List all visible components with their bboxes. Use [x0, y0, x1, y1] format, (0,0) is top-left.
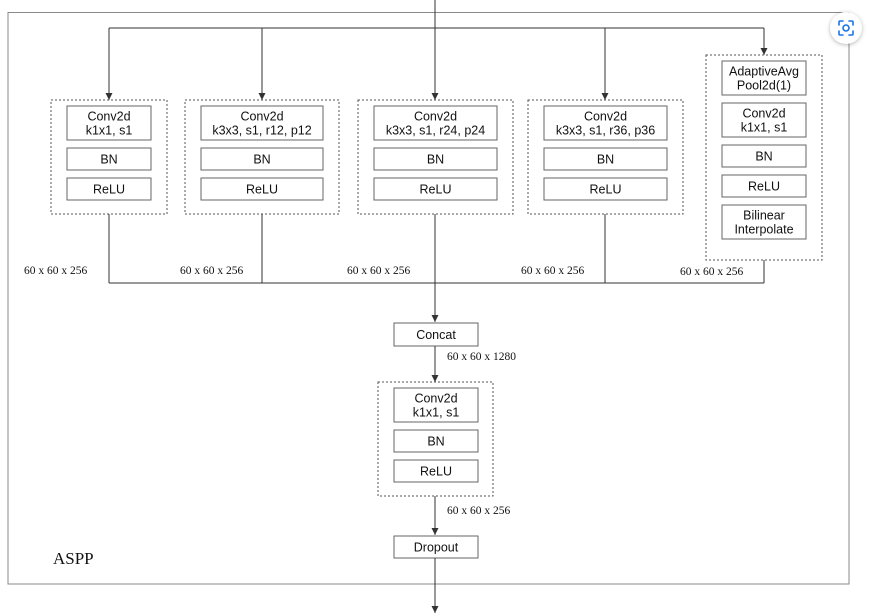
- dropout-box-label: Dropout: [414, 541, 459, 555]
- visual-search-lens-icon: [838, 20, 854, 36]
- branch-1-layer-2-label: BN: [100, 153, 117, 167]
- branch-4-layer-1: [543, 105, 668, 141]
- branch-2-layer-1: [200, 105, 324, 141]
- branch-5-layer-1: [721, 60, 807, 96]
- branch-1-output-shape: 60 x 60 x 256: [24, 265, 88, 277]
- projection-layer-1: [393, 387, 479, 423]
- projection-layer-3: [393, 459, 479, 483]
- branch-2-layer-2-label: BN: [253, 153, 270, 167]
- branch-2-layer-3-label: ReLU: [246, 183, 278, 197]
- input-arrowhead: [431, 93, 439, 100]
- branch-3-layer-3-label: ReLU: [420, 183, 452, 197]
- dropout-arrowhead: [431, 528, 439, 535]
- branch-3-group: [357, 99, 514, 215]
- branch-4-group: [527, 99, 684, 215]
- branch-5-layer-5: [721, 204, 807, 240]
- branch-3-layer-1: [373, 105, 498, 141]
- branch-3-output-shape: 60 x 60 x 256: [347, 265, 411, 277]
- concat-output-shape: 60 x 60 x 1280: [447, 351, 516, 363]
- branch-5-group: [705, 54, 823, 261]
- branch-3-layer-3: [373, 177, 498, 201]
- branch-5-layer-3: [721, 144, 807, 168]
- projection-layer-2: [393, 429, 479, 453]
- branch-4-layer-2-label: BN: [597, 153, 614, 167]
- projection-output-shape: 60 x 60 x 256: [447, 505, 511, 517]
- branch-5-input-arrowhead: [760, 48, 768, 55]
- projection-arrowhead: [431, 375, 439, 382]
- branch-1-input-arrowhead: [105, 93, 113, 100]
- module-label: ASPP: [53, 549, 94, 568]
- branch-1-layer-3-label: ReLU: [93, 183, 125, 197]
- branch-1-layer-2: [66, 147, 152, 171]
- branch-2-layer-3: [200, 177, 324, 201]
- aspp-frame: [7, 12, 850, 585]
- concat-box: [393, 322, 479, 347]
- branch-5-layer-4: [721, 174, 807, 198]
- projection-layer-3-label: ReLU: [420, 465, 452, 479]
- branch-2-input-arrowhead: [258, 93, 266, 100]
- branch-2-output-shape: 60 x 60 x 256: [180, 265, 244, 277]
- branch-3-layer-2-label: BN: [427, 153, 444, 167]
- projection-layer-2-label: BN: [427, 435, 444, 449]
- branch-4-output-shape: 60 x 60 x 256: [521, 265, 585, 277]
- branch-4-layer-3: [543, 177, 668, 201]
- branch-4-layer-2: [543, 147, 668, 171]
- branch-2-layer-2: [200, 147, 324, 171]
- branch-4-layer-3-label: ReLU: [590, 183, 622, 197]
- output-arrowhead: [431, 606, 439, 613]
- branch-5-layer-3-label: BN: [755, 150, 772, 164]
- branch-5-layer-2: [721, 102, 807, 138]
- branch-5-output-shape: 60 x 60 x 256: [680, 266, 744, 278]
- concat-arrowhead: [431, 315, 439, 322]
- concat-box-label: Concat: [416, 328, 456, 342]
- projection-group: [377, 381, 494, 497]
- branch-4-input-arrowhead: [601, 93, 609, 100]
- branch-1-layer-1: [66, 105, 152, 141]
- branch-1-layer-3: [66, 177, 152, 201]
- dropout-box: [393, 535, 479, 559]
- visual-search-button[interactable]: [830, 12, 862, 44]
- branch-5-layer-4-label: ReLU: [748, 180, 780, 194]
- branch-3-layer-2: [373, 147, 498, 171]
